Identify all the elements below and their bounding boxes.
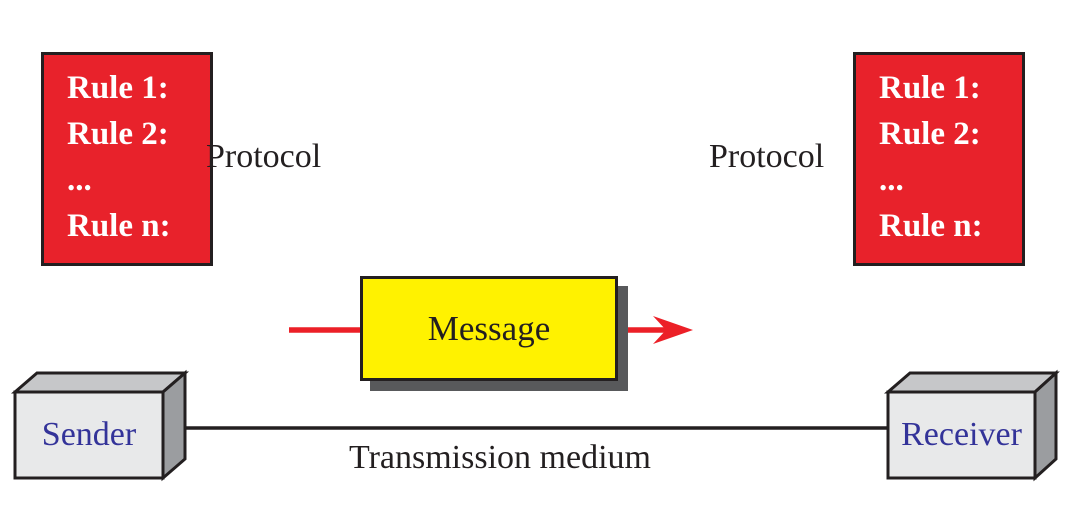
rule-line: Rule 1: (879, 70, 981, 106)
message-label: Message (427, 308, 551, 348)
sender-box (10, 369, 190, 482)
transmission-medium-label: Transmission medium (349, 439, 651, 476)
protocol-rules-box-right: Rule 1: Rule 2: ... Rule n: (853, 52, 1025, 266)
rule-line: Rule 2: (67, 116, 169, 152)
rule-line: Rule 2: (879, 116, 981, 152)
protocol-label-left: Protocol (206, 138, 322, 175)
rule-line: ... (879, 162, 904, 198)
sender-box-side-face (161, 369, 187, 482)
sender-label: Sender (41, 416, 137, 453)
rule-line: Rule n: (67, 208, 171, 244)
rule-line: Rule n: (879, 208, 983, 244)
message-box: Message (360, 276, 618, 381)
protocol-label-right: Protocol (709, 138, 825, 175)
sender-box-top-face (10, 371, 190, 394)
rule-line: ... (67, 162, 92, 198)
sender-box-front-face (13, 390, 165, 480)
receiver-box-front-face (886, 390, 1037, 480)
receiver-box-side-face (1033, 369, 1058, 482)
receiver-box (883, 369, 1060, 482)
protocol-rules-box-left: Rule 1: Rule 2: ... Rule n: (41, 52, 213, 266)
receiver-box-top-face (883, 371, 1060, 394)
rule-line: Rule 1: (67, 70, 169, 106)
message-arrow-right (628, 316, 693, 344)
receiver-label: Receiver (901, 416, 1022, 453)
